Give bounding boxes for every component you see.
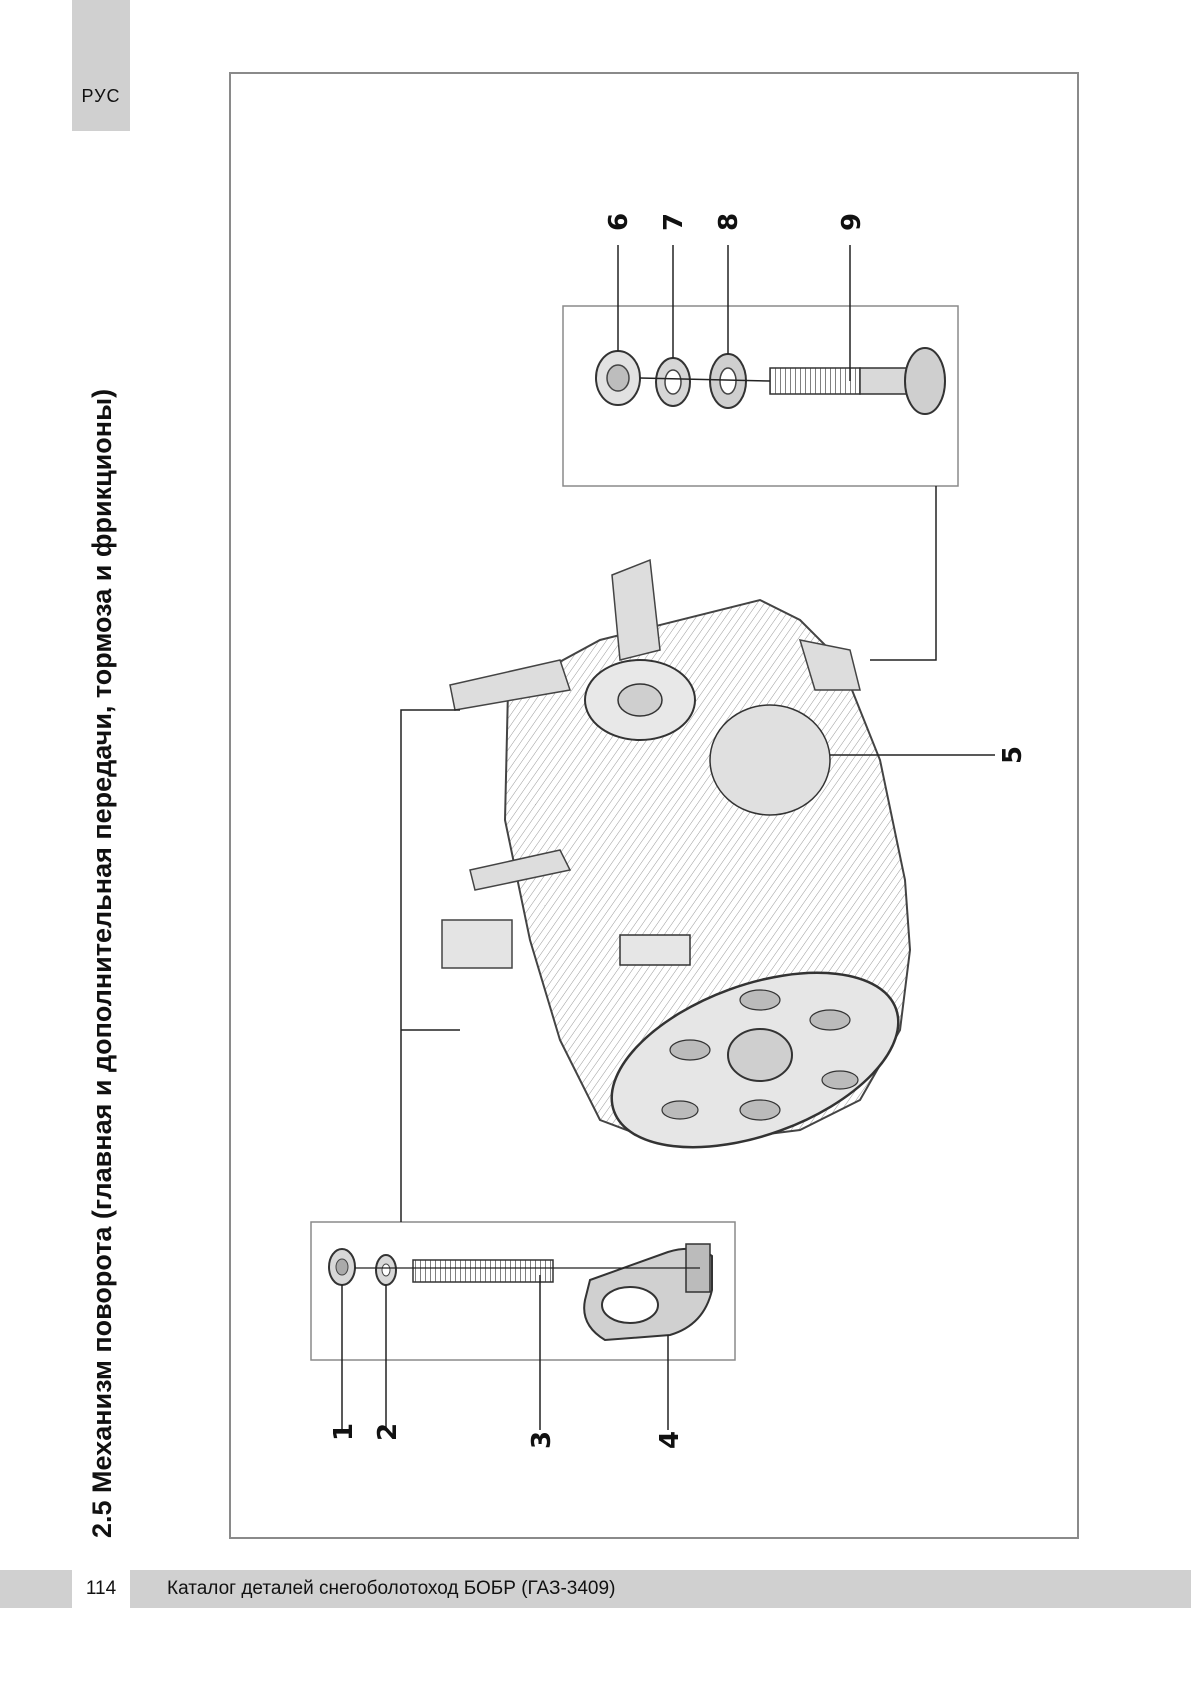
inset-box-upper (562, 305, 959, 487)
callout-6: 6 (604, 213, 634, 231)
stud-part-3 (412, 1259, 554, 1283)
washer-part-2 (375, 1254, 397, 1286)
language-label: РУС (81, 86, 121, 106)
callout-7: 7 (659, 213, 689, 231)
callout-3: 3 (527, 1431, 557, 1449)
callout-5: 5 (998, 746, 1028, 764)
page-footer: 114 Каталог деталей снегоболотоход БОБР … (0, 1570, 1191, 1608)
turning-mechanism-assembly (441, 558, 912, 1149)
inset-box-lower (310, 1221, 736, 1361)
nut-part-1 (328, 1248, 356, 1286)
callout-4: 4 (655, 1431, 685, 1449)
page-number: 114 (72, 1570, 130, 1608)
nut-part-6 (595, 350, 641, 406)
callout-8: 8 (714, 213, 744, 231)
callout-9: 9 (837, 213, 867, 231)
flat-washer-part-8 (709, 353, 747, 409)
spring-washer-part-7 (655, 357, 691, 407)
leader-lines (341, 245, 995, 1430)
catalog-title: Каталог деталей снегоболотоход БОБР (ГАЗ… (167, 1578, 616, 1599)
bracket-part-4 (583, 1243, 713, 1342)
bolt-part-9 (769, 347, 946, 415)
figure-frame (229, 72, 1079, 1539)
language-tab: РУС (72, 0, 130, 131)
callout-1: 1 (329, 1423, 359, 1441)
callout-2: 2 (373, 1423, 403, 1441)
